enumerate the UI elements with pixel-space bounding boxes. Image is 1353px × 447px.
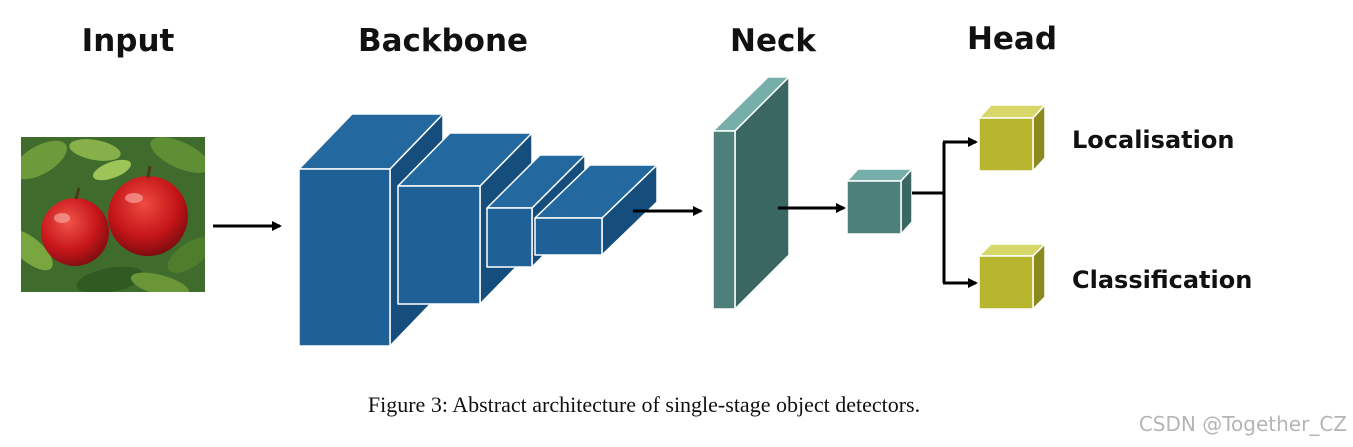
backbone-title: Backbone: [358, 23, 528, 59]
neck-block-front: [712, 130, 736, 310]
classification-cube: [978, 243, 1046, 310]
backbone-block-2-front: [397, 185, 481, 305]
localisation-label: Localisation: [1072, 126, 1234, 154]
neck-block: [712, 76, 790, 310]
backbone-block-1-front: [298, 168, 391, 347]
backbone-block-4-front: [534, 217, 603, 256]
classification-label: Classification: [1072, 266, 1252, 294]
head-title: Head: [967, 21, 1057, 57]
backbone-block-4: [534, 164, 658, 256]
head-cube-side: [900, 168, 913, 235]
backbone-blocks: [298, 113, 658, 347]
input-title: Input: [82, 23, 175, 59]
classification-cube-side: [1032, 243, 1046, 310]
localisation-cube-front: [978, 117, 1034, 172]
head-cube-front: [846, 180, 902, 235]
classification-cube-front: [978, 255, 1034, 310]
neck-title: Neck: [730, 23, 817, 59]
apple-photo-icon: [21, 137, 205, 292]
head-cube: [846, 168, 913, 235]
backbone-block-3-front: [486, 207, 533, 268]
watermark: CSDN @Together_CZ: [1139, 412, 1347, 436]
localisation-cube: [978, 104, 1046, 172]
figure-caption: Figure 3: Abstract architecture of singl…: [368, 392, 920, 417]
head-branch-connector: [912, 137, 978, 288]
